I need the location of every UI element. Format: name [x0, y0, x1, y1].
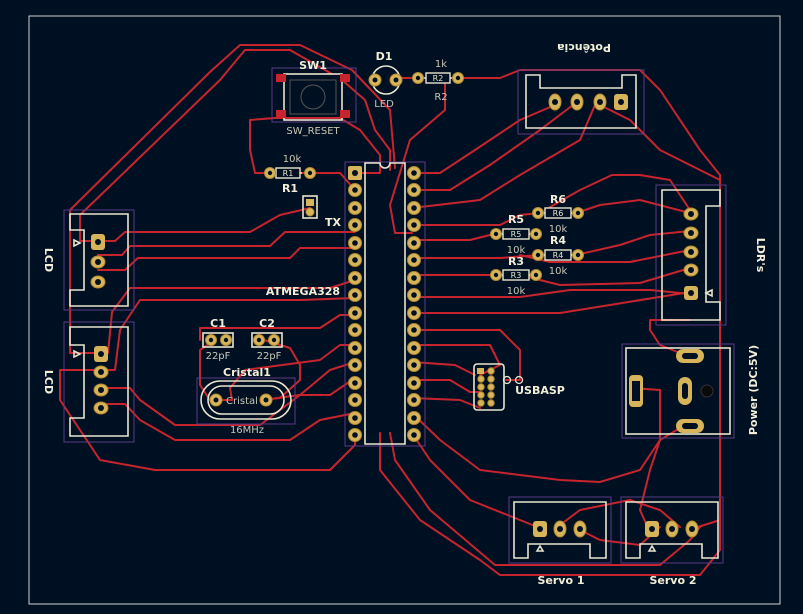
r2-body-label: R2	[433, 74, 444, 83]
servo1-label: Servo 1	[537, 574, 584, 587]
servo2-label: Servo 2	[649, 574, 696, 587]
r3-ref-label: R3	[508, 255, 524, 268]
r2-ref-label: R2	[434, 92, 447, 103]
r4-footprint	[532, 249, 584, 261]
r6-body-label: R6	[553, 209, 564, 218]
tx-header	[302, 195, 318, 219]
r1-footprint	[264, 167, 316, 179]
lcd-label-1: LCD	[42, 248, 55, 272]
c1-value-label: 22pF	[206, 351, 231, 362]
r3-body-label: R3	[511, 271, 522, 280]
r5-body-label: R5	[511, 230, 522, 239]
r4-body-label: R4	[553, 251, 564, 260]
c1-ref-label: C1	[210, 317, 226, 330]
lcd-connector-2	[63, 321, 135, 443]
r5-value-label: 10k	[507, 245, 526, 256]
d1-ref-label: D1	[376, 50, 393, 63]
r1-ref-label: R1	[282, 182, 298, 195]
sw-reset-label: SW_RESET	[286, 126, 340, 137]
r2-footprint	[412, 72, 464, 84]
r5-footprint	[490, 228, 542, 240]
usbasp-header	[473, 363, 524, 411]
led-footprint	[368, 65, 403, 95]
atmega-label: ATMEGA328	[266, 285, 340, 298]
sw1-ref-label: SW1	[299, 59, 327, 72]
c1-footprint	[202, 332, 234, 348]
c2-footprint	[251, 332, 283, 348]
r6-footprint	[532, 207, 584, 219]
r3-value-label: 10k	[507, 286, 526, 297]
servo2-connector	[620, 496, 724, 564]
r1-body-label: R1	[283, 169, 294, 178]
r4-ref-label: R4	[550, 234, 566, 247]
power-label: Power (DC:5V)	[747, 345, 760, 435]
potencia-connector	[517, 69, 645, 135]
r2-value-label: 1k	[435, 59, 447, 70]
lcd-label-2: LCD	[42, 370, 55, 394]
ldr-connector	[655, 184, 727, 326]
sw1-footprint	[271, 67, 357, 123]
potencia-label: Potência	[557, 41, 611, 54]
crystal-body-label: Cristal	[226, 396, 258, 407]
atmega-footprint	[344, 161, 426, 447]
usbasp-label: USBASP	[515, 384, 565, 397]
crystal-value-label: 16MHz	[230, 425, 264, 436]
board-edge	[28, 15, 781, 605]
r5-ref-label: R5	[508, 213, 524, 226]
servo1-connector	[508, 496, 612, 564]
copper-traces	[59, 44, 721, 576]
crystal-footprint	[196, 377, 296, 425]
led-value-label: LED	[374, 99, 394, 110]
r4-value-label: 10k	[549, 266, 568, 277]
r1-value-label: 10k	[283, 154, 302, 165]
r6-value-label: 10k	[549, 224, 568, 235]
atmega-pins	[348, 166, 421, 442]
c2-ref-label: C2	[259, 317, 275, 330]
ldrs-label: LDR's	[754, 238, 767, 273]
r3-footprint	[490, 269, 542, 281]
lcd-connector-1	[63, 209, 135, 311]
c2-value-label: 22pF	[257, 351, 282, 362]
r6-ref-label: R6	[550, 193, 566, 206]
tx-label: TX	[325, 216, 342, 229]
crystal-ref-label: Cristal1	[223, 366, 271, 379]
power-jack	[621, 343, 735, 439]
